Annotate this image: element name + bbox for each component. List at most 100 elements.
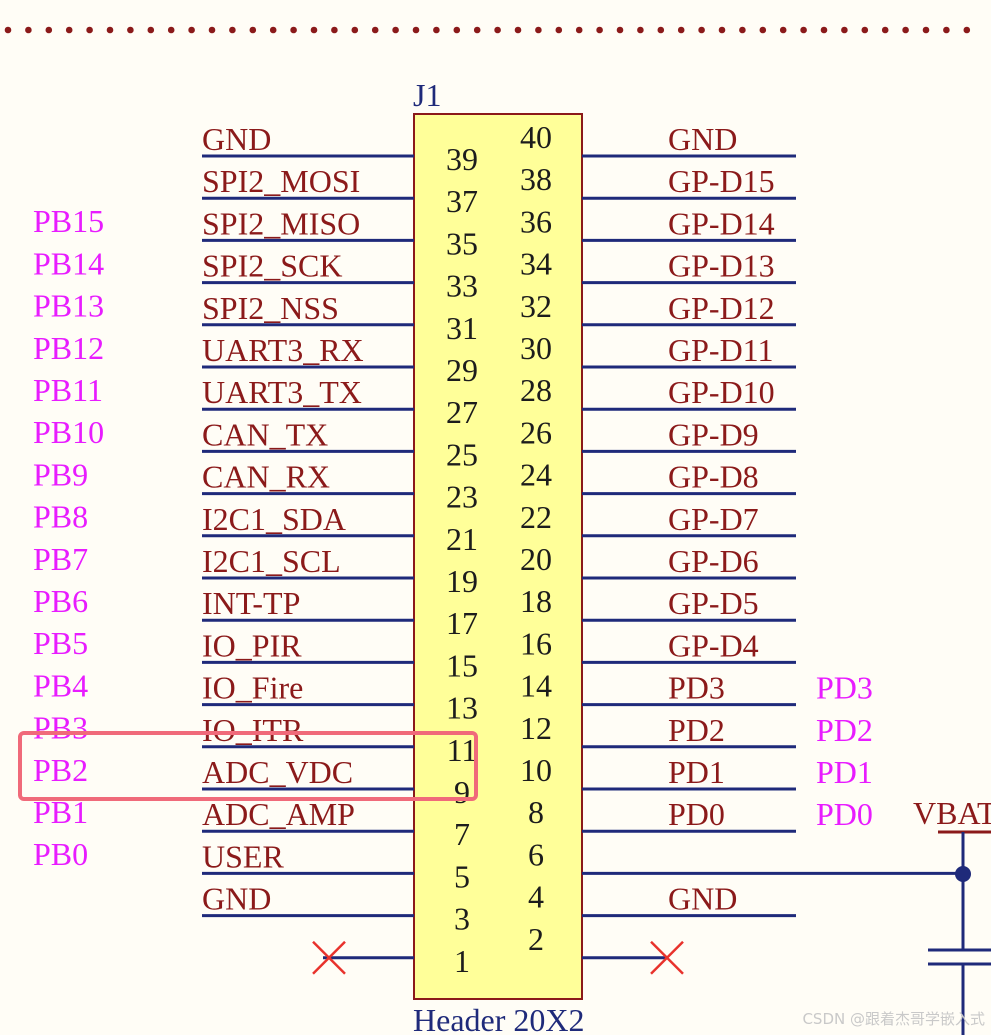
pin-number: 24	[520, 457, 552, 493]
net-label-pd1: PD1	[668, 754, 725, 790]
net-label-spi2-mosi: SPI2_MOSI	[202, 163, 360, 199]
pin-number: 37	[446, 183, 478, 219]
border-dot	[290, 26, 297, 34]
mcu-pin-pb10: PB10	[33, 414, 104, 450]
border-dot	[861, 26, 869, 34]
border-dot	[310, 26, 318, 34]
sheet-border-dots	[4, 26, 971, 34]
mcu-pin-pb8: PB8	[33, 499, 88, 535]
mcu-pin-pb15: PB15	[33, 203, 104, 239]
pin-number: 34	[520, 246, 552, 282]
border-dot	[229, 26, 236, 34]
pin-number: 32	[520, 288, 552, 324]
mcu-pin-pb7: PB7	[33, 541, 88, 577]
net-label-io-pir: IO_PIR	[202, 627, 302, 663]
border-dot	[759, 26, 767, 34]
net-label-adc-vdc: ADC_VDC	[202, 754, 353, 790]
border-dot	[188, 26, 195, 34]
mcu-pin-pb9: PB9	[33, 456, 88, 492]
pin-number: 1	[454, 943, 470, 979]
pin-number: 26	[520, 414, 552, 450]
border-dot	[147, 26, 155, 34]
border-dot	[412, 26, 420, 34]
net-label-gnd: GND	[202, 121, 271, 157]
pin-number: 38	[520, 161, 552, 197]
net-label-io-fire: IO_Fire	[202, 670, 303, 706]
header-body	[413, 113, 583, 1000]
border-dot	[494, 26, 501, 34]
pin-number: 19	[446, 563, 478, 599]
net-label-i2c1-sda: I2C1_SDA	[202, 501, 346, 537]
pin-number: 4	[528, 879, 544, 915]
net-label-gp-d8: GP-D8	[668, 459, 759, 495]
net-label-gp-d7: GP-D7	[668, 501, 759, 537]
border-dot	[473, 26, 481, 34]
pin-row-1-2: 12	[312, 921, 684, 979]
border-dot	[269, 26, 277, 34]
border-dot	[351, 26, 359, 34]
pin-number: 7	[454, 816, 470, 852]
pin-number: 28	[520, 372, 552, 408]
mcu-pin-pb6: PB6	[33, 583, 88, 619]
net-label-gp-d14: GP-D14	[668, 205, 775, 241]
pin-number: 35	[446, 225, 478, 261]
pin-number: 13	[446, 690, 478, 726]
border-dot	[718, 26, 726, 34]
vbat-label: VBAT	[913, 795, 991, 831]
net-label-gp-d11: GP-D11	[668, 332, 773, 368]
pin-number: 33	[446, 268, 478, 304]
border-dot	[208, 26, 216, 34]
net-label-gp-d12: GP-D12	[668, 290, 775, 326]
net-label-user: USER	[202, 838, 284, 874]
pin-number: 8	[528, 794, 544, 830]
watermark: CSDN @跟着杰哥学嵌入式	[802, 1010, 985, 1028]
border-dot	[820, 26, 828, 34]
mcu-pin-pb5: PB5	[33, 625, 88, 661]
pin-number: 27	[446, 394, 478, 430]
border-dot	[841, 26, 848, 34]
border-dot	[331, 26, 338, 34]
border-dot	[943, 26, 950, 34]
designator-label: J1	[413, 77, 441, 113]
border-dot	[575, 26, 583, 34]
pin-number: 18	[520, 583, 552, 619]
mcu-pin-pb0: PB0	[33, 836, 88, 872]
pin-number: 3	[454, 901, 470, 937]
junction-dot	[955, 866, 971, 882]
mcu-pin-pb12: PB12	[33, 330, 104, 366]
net-label-gp-d10: GP-D10	[668, 374, 775, 410]
border-dot	[106, 26, 114, 34]
net-label-gnd: GND	[668, 121, 737, 157]
net-label-gp-d15: GP-D15	[668, 163, 775, 199]
no-connect-icon	[650, 940, 684, 975]
net-label-gp-d6: GP-D6	[668, 543, 759, 579]
net-label-can-rx: CAN_RX	[202, 459, 330, 495]
pin-number: 16	[520, 625, 552, 661]
pin-number: 29	[446, 352, 478, 388]
pin-number: 23	[446, 479, 478, 515]
mcu-pin-pd0: PD0	[816, 796, 873, 832]
highlight-box	[18, 731, 478, 801]
pin-number: 30	[520, 330, 552, 366]
pin-number: 40	[520, 119, 552, 155]
pin-number: 21	[446, 521, 478, 557]
pin-number: 15	[446, 647, 478, 683]
net-label-spi2-miso: SPI2_MISO	[202, 205, 360, 241]
border-dot	[4, 26, 12, 34]
border-dot	[657, 26, 665, 34]
net-label-gnd: GND	[202, 881, 271, 917]
